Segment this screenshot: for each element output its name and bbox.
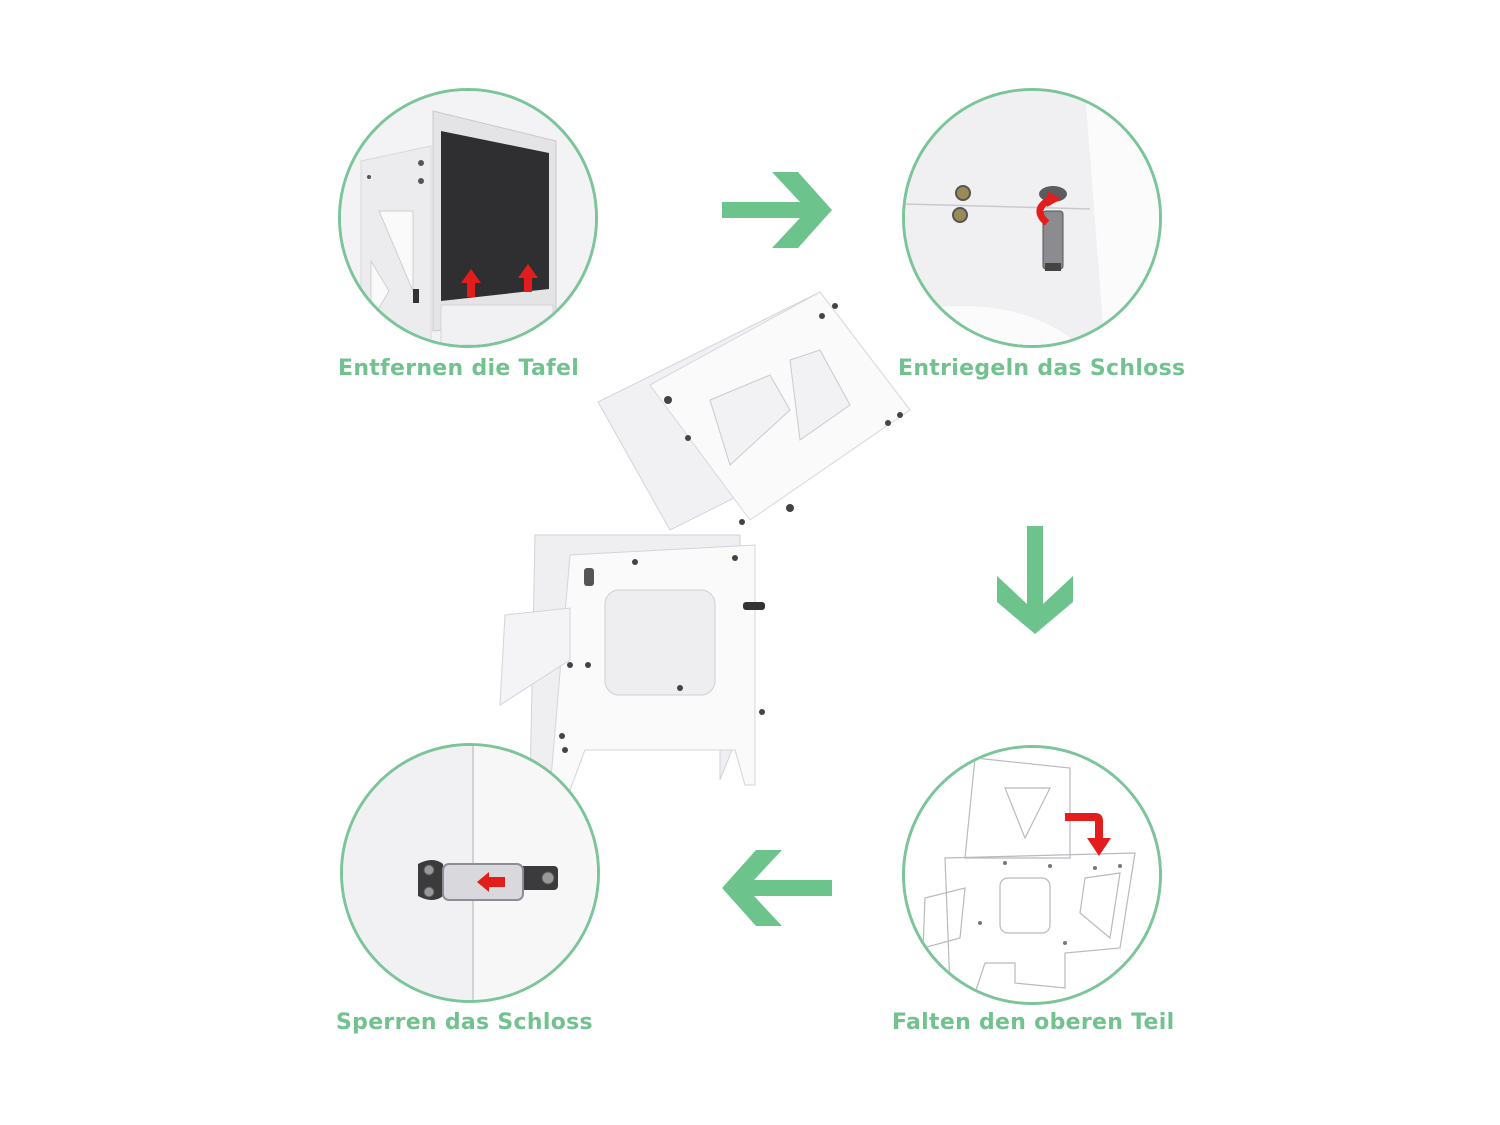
step-4-circle <box>340 743 600 1003</box>
step-2-label: Entriegeln das Schloss <box>898 356 1186 381</box>
red-curved-arrow-icon <box>1036 191 1061 226</box>
lock-latch-illustration <box>343 746 597 1000</box>
step-2-circle <box>902 88 1162 348</box>
red-left-arrow-icon <box>477 872 505 892</box>
unlock-latch-illustration <box>905 91 1159 345</box>
arrow-left-icon <box>720 848 835 928</box>
step-1-circle <box>338 88 598 348</box>
red-fold-arrow-icon <box>1065 813 1111 856</box>
center-stool-image <box>490 290 920 800</box>
step-4-label: Sperren das Schloss <box>336 1010 593 1035</box>
red-up-arrow-icon <box>461 264 538 297</box>
arrow-right-icon <box>720 170 835 250</box>
step-3-label: Falten den oberen Teil <box>892 1010 1175 1035</box>
arrow-down-icon <box>995 524 1075 636</box>
step-1-label: Entfernen die Tafel <box>338 356 580 381</box>
fold-upper-part-illustration <box>905 748 1159 1002</box>
step-3-circle <box>902 745 1162 1005</box>
remove-chalkboard-illustration <box>341 91 595 345</box>
